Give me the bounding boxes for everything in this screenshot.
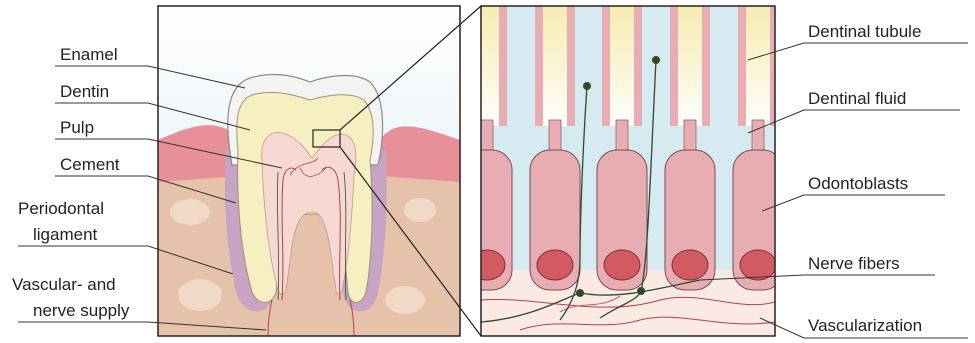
- dentinal-tubule: [746, 2, 770, 126]
- odontoblast-nucleus: [740, 250, 776, 280]
- bone-spot: [178, 279, 222, 311]
- odontoblast-process: [819, 120, 831, 160]
- label-vascular-1: Vascular- and: [12, 275, 116, 294]
- odontoblast-nucleus: [604, 250, 640, 280]
- label-nerve-fibers: Nerve fibers: [808, 254, 900, 273]
- label-periodontal-2: ligament: [33, 225, 98, 244]
- odontoblast-nucleus: [672, 250, 708, 280]
- label-enamel: Enamel: [60, 45, 118, 64]
- nerve-node: [637, 287, 645, 295]
- label-dentinal-fluid: Dentinal fluid: [808, 89, 906, 108]
- label-dentinal-tubule: Dentinal tubule: [808, 22, 921, 41]
- bone-spot: [170, 199, 210, 225]
- odontoblast-nucleus: [537, 250, 573, 280]
- odontoblast-nucleus: [469, 250, 505, 280]
- nerve-node: [576, 289, 584, 297]
- label-odontoblasts: Odontoblasts: [808, 174, 908, 193]
- label-vascularization: Vascularization: [808, 316, 922, 335]
- label-pulp: Pulp: [60, 118, 94, 137]
- label-cement: Cement: [60, 155, 120, 174]
- dentinal-tubule: [475, 2, 499, 126]
- microscopic-panel: [462, 2, 850, 336]
- dentinal-tubule: [678, 2, 702, 126]
- dentinal-tubule: [610, 2, 634, 126]
- bone-spot: [404, 198, 436, 222]
- tooth-panel: [158, 6, 460, 340]
- label-dentin: Dentin: [60, 82, 109, 101]
- nerve-node: [652, 56, 660, 64]
- bone-spot: [385, 286, 425, 314]
- label-periodontal-1: Periodontal: [18, 199, 104, 218]
- dentinal-tubule: [543, 2, 567, 126]
- nerve-node: [583, 82, 591, 90]
- label-vascular-2: nerve supply: [33, 301, 130, 320]
